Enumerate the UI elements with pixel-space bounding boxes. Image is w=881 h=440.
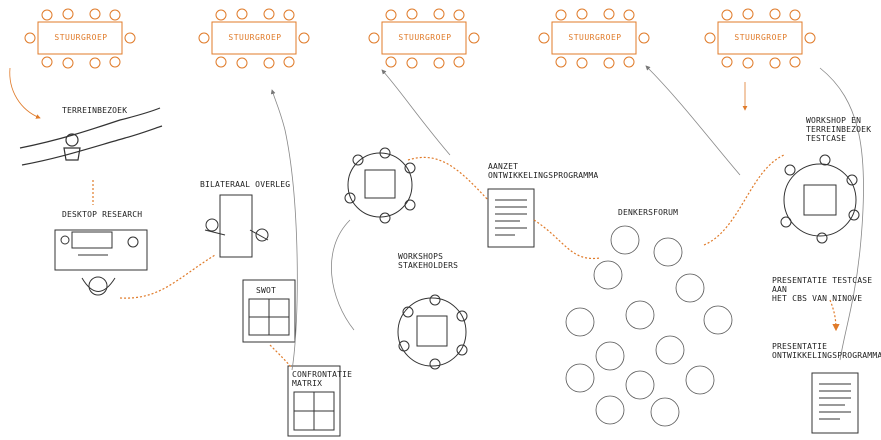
terreinbezoek-label: Terreinbezoek	[62, 106, 128, 115]
workshop-table-bottom	[397, 294, 468, 370]
testcase-workshop-table	[780, 154, 860, 244]
stuurgroep-1-label: Stuurgroep	[54, 33, 108, 42]
presentatie-document	[811, 372, 859, 434]
stuurgroep-4	[538, 8, 650, 69]
desktop-research-scene	[54, 229, 148, 296]
stuurgroep-5-label: Stuurgroep	[734, 33, 788, 42]
swot-label: SWOT	[256, 286, 277, 295]
stuurgroep-1	[24, 8, 136, 69]
swot-card	[242, 279, 296, 343]
process-flow-grey	[9, 65, 864, 371]
workshop-table-top	[344, 147, 416, 224]
confrontatiematrix-label: Confrontatie matrix	[292, 370, 353, 388]
workshops-stakeholders-label: Workshops stakeholders	[398, 252, 459, 270]
denkersforum-clusters	[565, 225, 733, 427]
desktop-research-label: Desktop research	[62, 210, 143, 219]
stuurgroep-3	[368, 8, 480, 69]
terreinbezoek-scene	[19, 107, 163, 166]
aanzet-ontwikkelingsprogramma-label: Aanzet ontwikkelingsprogramma	[488, 162, 599, 180]
stuurgroep-2	[198, 8, 310, 69]
presentatie-testcase-label: Presentatie testcase aan het CBS van Nin…	[772, 276, 873, 303]
confrontatiematrix-card	[287, 365, 341, 437]
bilateraal-overleg-label: Bilateraal overleg	[200, 180, 291, 189]
bilateraal-overleg-scene	[204, 194, 269, 258]
stuurgroep-3-label: Stuurgroep	[398, 33, 452, 42]
stuurgroep-4-label: Stuurgroep	[568, 33, 622, 42]
presentatie-ontwikkelingsprogramma-label: Presentatie ontwikkelingsprogramma	[772, 342, 881, 360]
denkersforum-label: Denkersforum	[618, 208, 679, 217]
workshop-terreinbezoek-testcase-label: Workshop en terreinbezoek testcase	[806, 116, 872, 143]
aanzet-document	[487, 188, 535, 248]
stuurgroep-5	[704, 8, 816, 69]
stuurgroep-2-label: Stuurgroep	[228, 33, 282, 42]
process-flow-orange	[92, 154, 840, 369]
